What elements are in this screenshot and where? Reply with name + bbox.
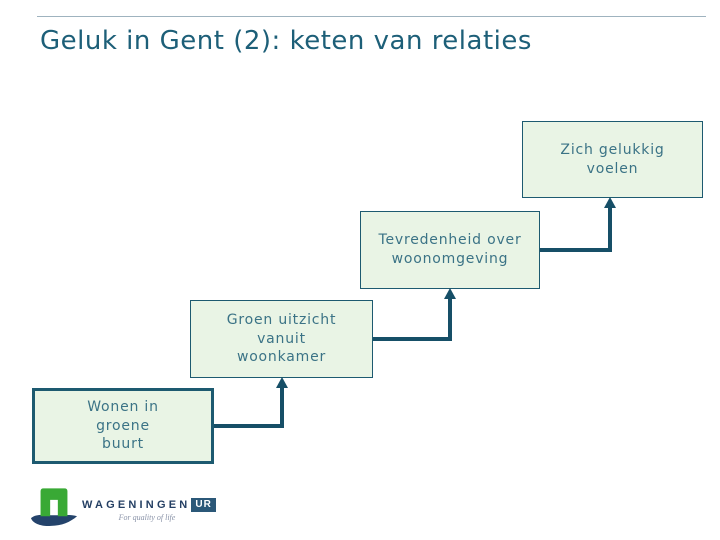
wageningen-gable-icon [30, 488, 78, 527]
arrowhead-icon [444, 288, 456, 299]
elbow-connector-2 [373, 298, 452, 341]
diagram-box-wonen-in-groene-buurt: Wonen in groene buurt [32, 388, 214, 464]
diagram-box-zich-gelukkig-voelen: Zich gelukkig voelen [522, 121, 703, 198]
logo-ur-badge: UR [191, 498, 216, 512]
arrowhead-icon [276, 377, 288, 388]
elbow-connector-3 [540, 207, 612, 252]
top-divider [37, 16, 706, 17]
logo-gable [40, 488, 68, 517]
wageningen-logo: WAGENINGEN UR For quality of life [30, 487, 216, 532]
elbow-connector-1 [214, 387, 284, 428]
box-label: Groen uitzicht vanuit woonkamer [226, 311, 337, 366]
box-label: Tevredenheid over woonomgeving [378, 232, 522, 267]
logo-swoosh [30, 514, 78, 527]
box-label: Wonen in groene buurt [87, 398, 159, 453]
logo-tagline: For quality of life [118, 513, 176, 522]
slide-title: Geluk in Gent (2): keten van relaties [40, 26, 532, 56]
diagram-box-groen-uitzicht: Groen uitzicht vanuit woonkamer [190, 300, 373, 378]
box-label: Zich gelukkig voelen [560, 141, 665, 177]
logo-wordmark: WAGENINGEN [82, 499, 191, 511]
logo-text-block: WAGENINGEN UR For quality of life [82, 498, 216, 522]
diagram-box-tevredenheid: Tevredenheid over woonomgeving [360, 211, 540, 289]
arrowhead-icon [604, 197, 616, 208]
